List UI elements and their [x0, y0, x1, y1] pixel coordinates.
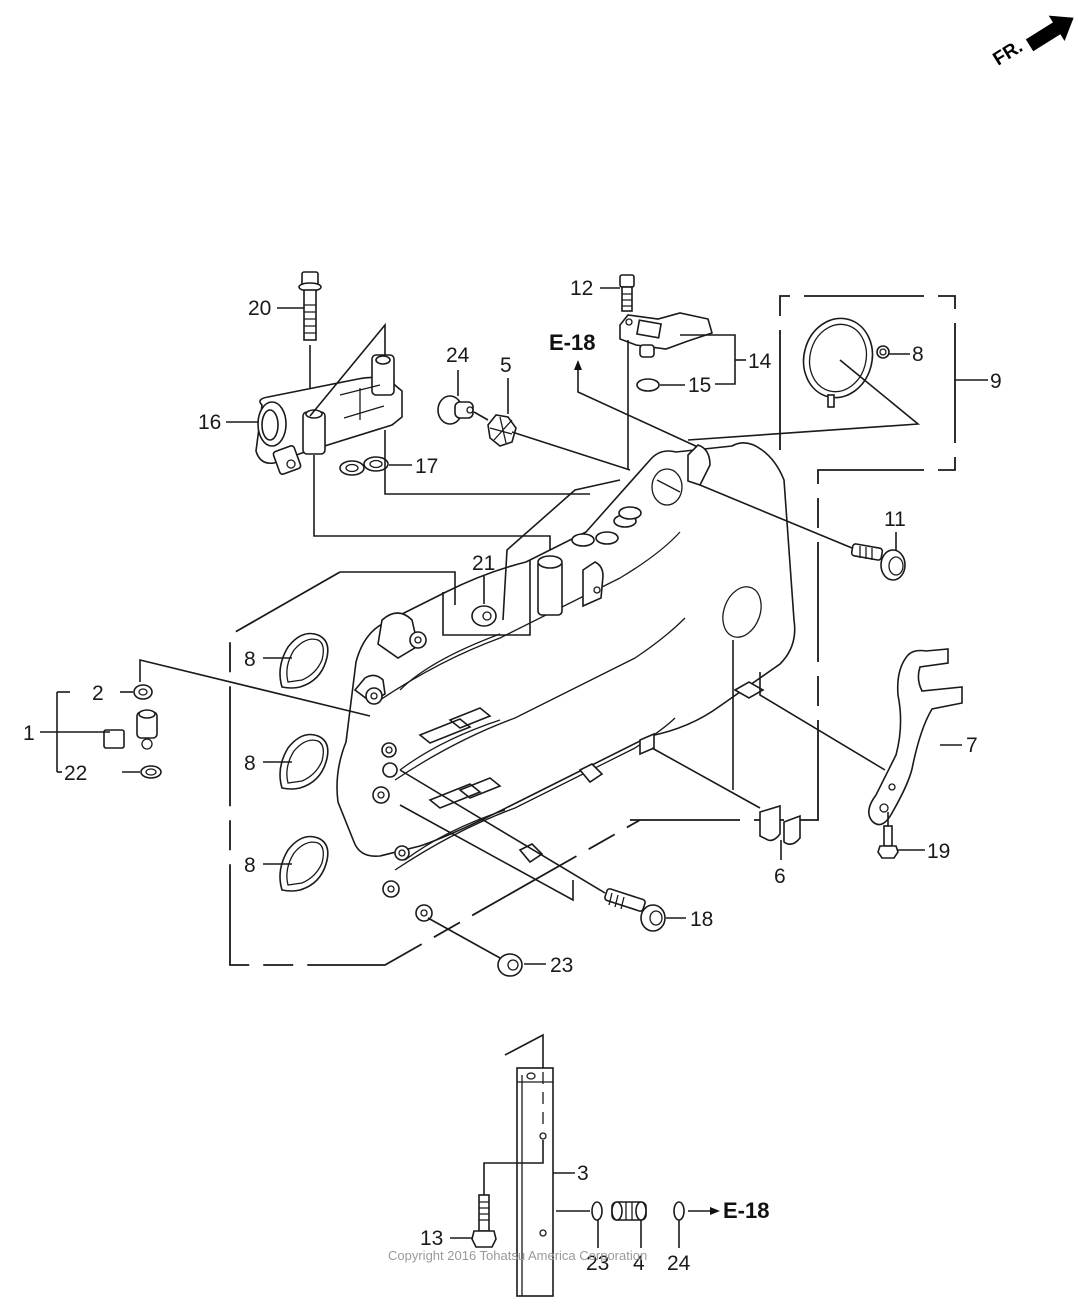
callout-22: 22 [64, 762, 87, 785]
part-5-hose-joint [611, 1201, 647, 1221]
callout-2: 2 [92, 682, 104, 705]
callout-8-middle: 8 [244, 752, 256, 775]
callout-18: 18 [690, 908, 713, 931]
callout-8-bottom: 8 [244, 854, 256, 877]
callout-9: 8 [912, 343, 924, 366]
arrow-right-icon [688, 1207, 720, 1215]
callout-20: 20 [248, 297, 271, 320]
callout-5: 4 [633, 1252, 645, 1275]
cross-reference-e18-bottom: E-18 [723, 1198, 769, 1223]
part-2-seal [133, 684, 153, 700]
part-8-gasket-1 [279, 632, 329, 689]
copyright-notice: Copyright 2016 Tohatsu America Corporati… [388, 1248, 647, 1263]
part-1-fuel-injector [103, 709, 158, 750]
intake-manifold-body [336, 442, 796, 922]
cross-reference-e18-top: E-18 [549, 330, 595, 355]
part-22-o-ring [140, 765, 162, 779]
callout-16: 12 [570, 277, 593, 300]
part-23-washer-left [591, 1201, 603, 1221]
part-9-gasket [802, 317, 890, 408]
part-15-bolt [850, 543, 906, 581]
callout-10: 9 [990, 370, 1002, 393]
part-24-plug [437, 395, 474, 425]
callout-17: 13 [420, 1227, 443, 1250]
callout-21-top: 21 [472, 552, 495, 575]
callout-12: 17 [415, 455, 438, 478]
part-7-bracket [868, 648, 963, 826]
part-19-bolt [877, 825, 899, 859]
front-label: FR. [990, 36, 1027, 70]
part-8-gasket-2 [279, 733, 329, 790]
part-20-bolt [298, 271, 322, 416]
part-10-assembly-bracket [630, 295, 956, 821]
callout-7: 7 [966, 734, 978, 757]
part-21-nut-bottom [497, 953, 523, 977]
callout-4: 5 [500, 354, 512, 377]
part-8-gasket-3 [279, 835, 329, 892]
part-4-grommet [487, 414, 517, 447]
callout-24: 24 [446, 344, 470, 367]
callout-19: 19 [927, 840, 950, 863]
callout-23-right: 24 [667, 1252, 691, 1275]
callout-23-left: 23 [586, 1252, 609, 1275]
arrow-up-right-icon [1025, 15, 1074, 52]
part-21-nut-top [471, 605, 497, 627]
front-direction-indicator: FR. [990, 15, 1074, 70]
manifold-outline-bracket [229, 571, 641, 966]
callout-14: 15 [688, 374, 711, 397]
arrow-up-icon [574, 360, 701, 449]
callout-15: 11 [884, 508, 906, 531]
part-6-clip [759, 804, 801, 846]
part-16-screw [619, 274, 635, 312]
callout-21-bottom: 23 [550, 954, 573, 977]
callout-13: 14 [748, 350, 772, 373]
callout-1: 1 [23, 722, 35, 745]
part-12-o-rings [339, 456, 389, 476]
part-14-o-ring [636, 378, 660, 392]
part-23-washer-right [673, 1201, 685, 1221]
callout-8-top: 8 [244, 648, 256, 671]
part-11-iac-valve [255, 354, 403, 475]
part-13-map-sensor [619, 312, 713, 358]
part-18-bolt [604, 888, 666, 932]
part-17-bolt [471, 1194, 497, 1248]
callout-11: 16 [198, 411, 221, 434]
callout-6: 6 [774, 865, 786, 888]
part-3-plate [516, 1067, 554, 1297]
callout-3: 3 [577, 1162, 589, 1185]
